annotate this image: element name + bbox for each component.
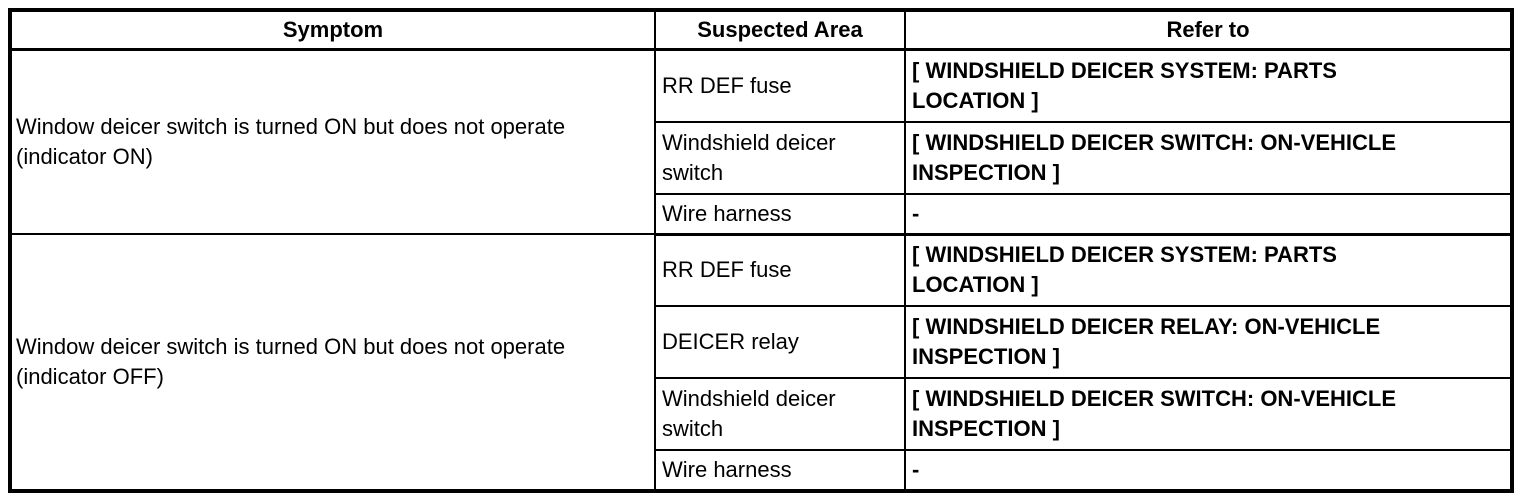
table-row: Wire harness - [10,192,1513,236]
refer-to-link[interactable]: [ WINDSHIELD DEICER SYSTEM: PARTS LOCATI… [904,233,1513,307]
suspected-area-cell: RR DEF fuse [654,233,906,307]
refer-to-link[interactable]: [ WINDSHIELD DEICER SWITCH: ON-VEHICLE I… [904,120,1513,195]
table-row: Window deicer switch is turned ON but do… [9,48,1513,235]
symptom-cell: Window deicer switch is turned ON but do… [9,48,656,235]
symptom-cell: Window deicer switch is turned ON but do… [9,233,656,492]
suspected-area-cell: Windshield deicer switch [654,120,906,195]
refer-to-link[interactable]: [ WINDSHIELD DEICER RELAY: ON-VEHICLE IN… [904,305,1513,379]
suspected-area-cell: Windshield deicer switch [654,377,906,451]
column-header-suspected-area: Suspected Area [654,9,906,51]
table-row: Windshield deicer switch [ WINDSHIELD DE… [10,120,1513,195]
table-row: Window deicer switch is turned ON but do… [9,233,1513,492]
refer-to-empty: - [904,449,1513,492]
refer-to-link[interactable]: [ WINDSHIELD DEICER SWITCH: ON-VEHICLE I… [904,377,1513,451]
refer-to-empty: - [904,192,1513,236]
column-header-refer-to: Refer to [904,9,1513,51]
suspected-area-cell: RR DEF fuse [654,48,906,123]
header-row: Symptom Suspected Area Refer to [9,9,1513,51]
column-header-symptom: Symptom [9,9,656,51]
table-row: Windshield deicer switch [ WINDSHIELD DE… [10,377,1513,451]
refer-to-link[interactable]: [ WINDSHIELD DEICER SYSTEM: PARTS LOCATI… [904,48,1513,123]
table-row: DEICER relay [ WINDSHIELD DEICER RELAY: … [10,305,1513,379]
symptom-diagnosis-table: Symptom Suspected Area Refer to Window d… [8,8,1514,493]
suspected-area-cell: Wire harness [654,192,906,236]
suspected-area-cell: Wire harness [654,449,906,492]
table-row: Wire harness - [10,449,1513,492]
suspected-area-cell: DEICER relay [654,305,906,379]
